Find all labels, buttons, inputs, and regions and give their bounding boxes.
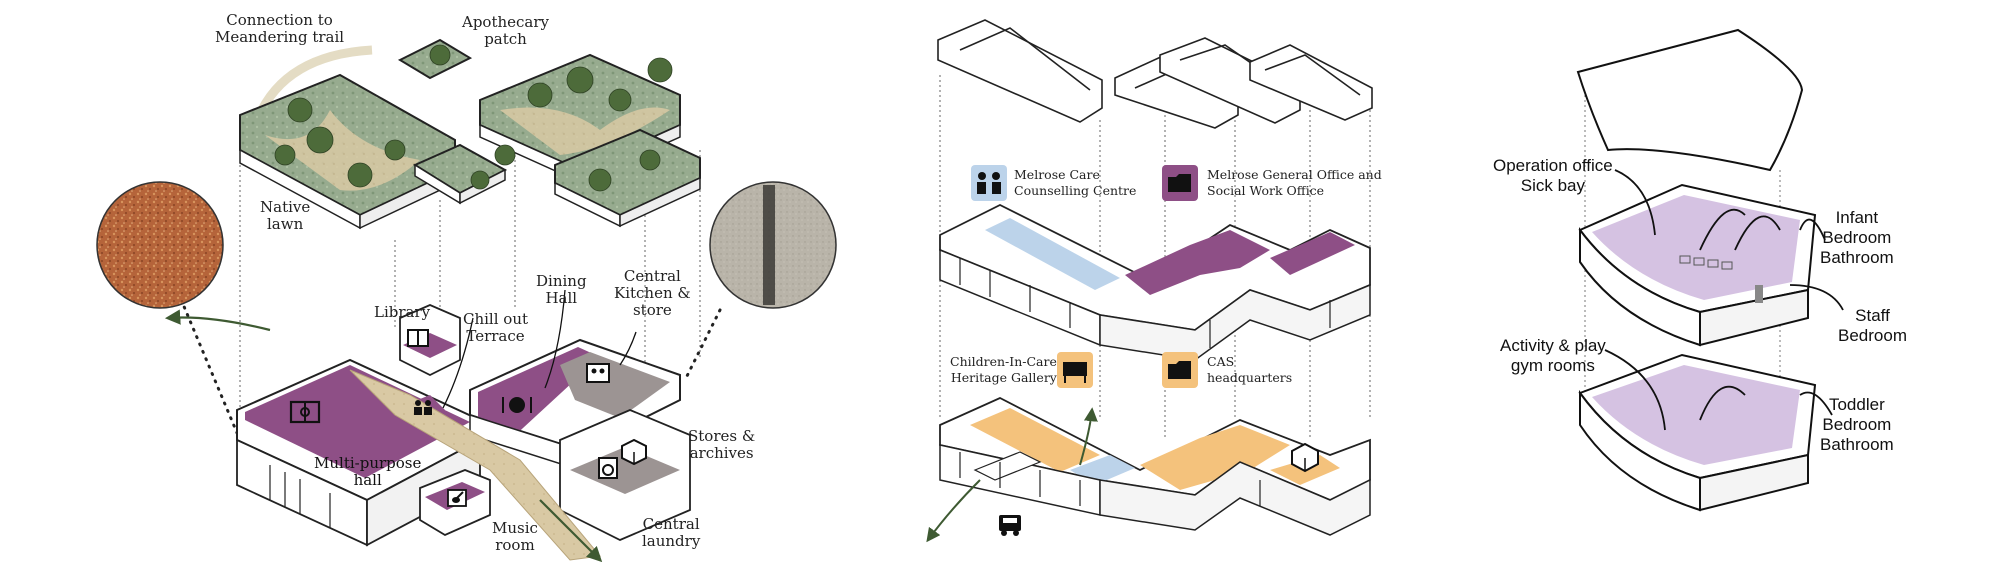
label-line: Melrose General Office and (1207, 167, 1382, 182)
label-line: Native (260, 198, 311, 216)
label-line: Children-In-Care (950, 354, 1057, 369)
label-dining-hall: Dining Hall (536, 273, 587, 307)
label-line: store (632, 301, 672, 319)
label-line: Apothecary (462, 13, 550, 31)
panel3-childcare-diagram (1576, 28, 1844, 512)
gallery-icon (1057, 352, 1093, 388)
legend-general-office: Melrose General Office and Social Work O… (1207, 167, 1382, 199)
label-line: Chill out (463, 310, 529, 328)
label-line: Bedroom (1822, 415, 1892, 434)
label-central-laundry: Central laundry (642, 516, 700, 550)
upper-floor-plan (939, 203, 1371, 361)
label-line: Staff (1855, 306, 1890, 325)
garden-plan (239, 38, 701, 230)
label-line: Hall (545, 289, 578, 307)
folder-icon (1162, 165, 1198, 201)
label-stores-archives: Stores & archives (688, 428, 755, 462)
ground-floor-plan (164, 289, 691, 563)
label-apothecary-patch: Apothecary patch (462, 14, 549, 48)
label-toddler-rooms: Toddler Bedroom Bathroom (1820, 395, 1894, 455)
label-line: Connection to (226, 11, 333, 29)
lower-floor-plan (926, 397, 1371, 543)
label-line: Bedroom (1838, 326, 1907, 345)
label-line: archives (689, 444, 754, 462)
box-icon (1291, 442, 1319, 473)
box-icon (621, 438, 647, 466)
stove-icon (586, 363, 610, 383)
label-staff-bedroom: Staff Bedroom (1838, 306, 1907, 346)
label-line: Infant (1835, 208, 1879, 227)
staff-figure (1755, 285, 1763, 303)
upper-floor-curved-plan (1578, 183, 1817, 347)
washing-machine-icon (598, 457, 618, 479)
label-line: Heritage Gallery (950, 370, 1057, 385)
legend-counselling-centre: Melrose Care Counselling Centre (1014, 167, 1136, 199)
label-line: Social Work Office (1207, 183, 1325, 198)
guitar-icon (447, 489, 467, 507)
label-line: Bathroom (1820, 435, 1894, 454)
label-activity-play: Activity & play gym rooms (1500, 336, 1606, 376)
label-line: Dining (536, 272, 587, 290)
label-line: Library (374, 303, 431, 321)
people-icon (414, 400, 432, 415)
label-infant-rooms: Infant Bedroom Bathroom (1820, 208, 1894, 268)
label-line: Meandering trail (215, 28, 345, 46)
book-icon (407, 329, 429, 347)
legend-heritage-gallery: Children-In-Care Heritage Gallery (950, 354, 1057, 386)
label-line: room (495, 536, 535, 554)
label-line: Stores & (688, 427, 756, 445)
label-line: headquarters (1207, 370, 1293, 385)
label-line: patch (484, 30, 527, 48)
label-line: Bedroom (1822, 228, 1892, 247)
label-line: Kitchen & (614, 284, 691, 302)
label-line: Toddler (1828, 395, 1885, 414)
van-icon (999, 515, 1021, 536)
label-native-lawn: Native lawn (260, 199, 310, 233)
label-connection-trail: Connection to Meandering trail (215, 12, 344, 46)
label-line: CAS (1207, 354, 1235, 369)
label-line: Multi-purpose (314, 454, 422, 472)
label-line: Operation office (1493, 156, 1613, 175)
counselling-icon (971, 165, 1007, 201)
label-line: Melrose Care (1014, 167, 1100, 182)
label-line: Bathroom (1820, 248, 1894, 267)
plate-cutlery-icon (502, 397, 532, 413)
soil-texture-detail (96, 181, 224, 309)
label-line: Counselling Centre (1014, 183, 1137, 198)
label-line: gym rooms (1510, 356, 1595, 375)
label-line: lawn (267, 215, 304, 233)
label-line: Activity & play (1500, 336, 1606, 355)
panel2-office-diagram (926, 19, 1373, 543)
legend-cas-headquarters: CAS headquarters (1207, 354, 1292, 386)
label-chill-out-terrace: Chill out Terrace (463, 311, 528, 345)
label-line: Central (642, 515, 700, 533)
label-line: Terrace (466, 327, 525, 345)
label-multi-purpose-hall: Multi-purpose hall (314, 455, 421, 489)
lower-floor-curved-plan (1578, 353, 1817, 512)
panel1-icons (289, 329, 647, 507)
label-music-room: Music room (492, 520, 538, 554)
label-line: hall (353, 471, 382, 489)
basketball-court-icon (289, 400, 321, 424)
label-line: laundry (642, 532, 701, 550)
label-central-kitchen: Central Kitchen & store (614, 268, 691, 319)
label-library: Library (374, 304, 430, 321)
label-line: Central (623, 267, 681, 285)
roof-plan (937, 19, 1373, 129)
label-line: Music (492, 519, 538, 537)
label-line: Sick bay (1520, 176, 1585, 195)
folder-icon (1162, 352, 1198, 388)
panel1-complex-diagram (96, 38, 837, 563)
label-operation-office: Operation office Sick bay (1493, 156, 1613, 196)
